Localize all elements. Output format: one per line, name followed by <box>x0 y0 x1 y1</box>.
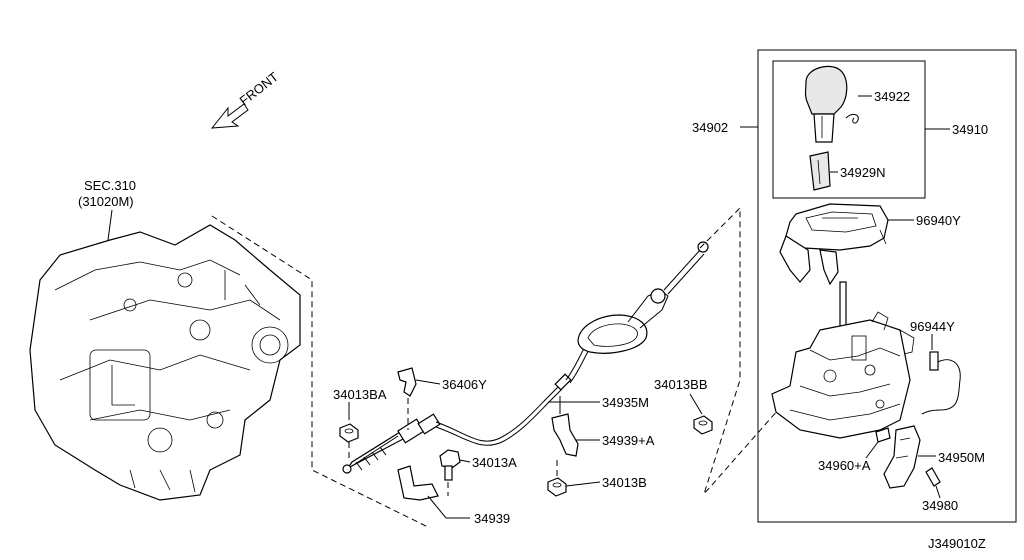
bracket-34939 <box>397 465 439 501</box>
callout-34935m: 34935M <box>602 395 649 410</box>
callout-96944y: 96944Y <box>910 319 955 334</box>
section-reference: SEC.310 <box>84 178 136 193</box>
section-part-number: (31020M) <box>78 194 134 209</box>
indicator-panel <box>779 203 889 286</box>
callout-34910: 34910 <box>952 122 988 137</box>
connector-34960a <box>875 427 891 443</box>
shift-knob <box>804 65 848 143</box>
bracket-34939a <box>551 413 579 457</box>
callout-34902: 34902 <box>692 120 728 135</box>
nut-34013b <box>547 477 567 497</box>
callout-34013ba: 34013BA <box>333 387 387 402</box>
callout-96940y: 96940Y <box>916 213 961 228</box>
callout-34939a: 34939+A <box>602 433 655 448</box>
pin-34980 <box>925 467 941 487</box>
shifter-assembly-box <box>757 49 1017 523</box>
control-cable <box>342 241 709 474</box>
callout-34950m: 34950M <box>938 450 985 465</box>
callout-34013b: 34013B <box>602 475 647 490</box>
clip-36406y <box>397 367 417 397</box>
callout-34939: 34939 <box>474 511 510 526</box>
callout-34013a: 34013A <box>472 455 517 470</box>
figure-code: J349010Z <box>928 536 986 551</box>
front-label: FRONT <box>237 69 282 108</box>
front-arrow-icon <box>210 103 249 129</box>
callout-34980: 34980 <box>922 498 958 513</box>
callout-34929n: 34929N <box>840 165 886 180</box>
callout-34960a: 34960+A <box>818 458 871 473</box>
knob-sleeve <box>809 151 831 191</box>
shifter-base <box>771 281 915 439</box>
nut-34013bb <box>693 415 713 435</box>
nut-34013ba <box>339 423 359 443</box>
wire-harness <box>921 351 961 415</box>
transmission-assembly <box>29 224 301 501</box>
bolt-34013a <box>439 449 461 481</box>
callout-34922: 34922 <box>874 89 910 104</box>
solenoid-34950m <box>883 425 921 489</box>
callout-34013bb: 34013BB <box>654 377 708 392</box>
callout-36406y: 36406Y <box>442 377 487 392</box>
